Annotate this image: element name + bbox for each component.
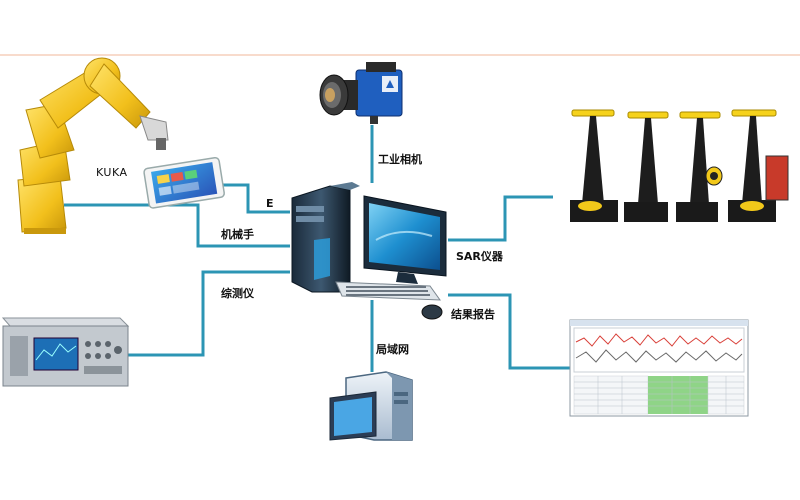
tablet-device	[143, 156, 225, 209]
result-report	[569, 319, 749, 417]
connector-robot	[64, 203, 290, 248]
industrial-camera	[319, 62, 403, 124]
sar-probe-2	[624, 111, 669, 222]
connector-report	[448, 293, 570, 370]
connector-lines	[64, 125, 570, 372]
report-curve-red	[575, 333, 743, 347]
sar-probe-1	[570, 109, 618, 222]
label-report: 结果报告	[451, 308, 495, 321]
central-computer	[291, 182, 447, 320]
label-e: E	[266, 197, 274, 210]
label-robot-arm: 机械手	[221, 228, 254, 241]
kuka-robot-arm	[17, 57, 169, 234]
label-camera: 工业相机	[378, 153, 422, 166]
radio-tester	[1, 317, 130, 387]
sar-probe-3	[676, 111, 723, 222]
connector-sar	[448, 195, 553, 242]
lan-computer	[329, 371, 413, 441]
sar-display-panel	[765, 155, 789, 201]
label-lan: 局域网	[376, 343, 409, 356]
label-sar: SAR仪器	[456, 250, 503, 263]
connector-tablet	[218, 183, 290, 214]
label-tester: 综测仪	[221, 287, 254, 300]
connector-tester	[128, 270, 290, 357]
label-kuka: KUKA	[96, 166, 128, 179]
report-curve-gray	[575, 349, 743, 363]
sar-probe-4	[728, 109, 777, 222]
sar-instrument	[570, 109, 789, 222]
